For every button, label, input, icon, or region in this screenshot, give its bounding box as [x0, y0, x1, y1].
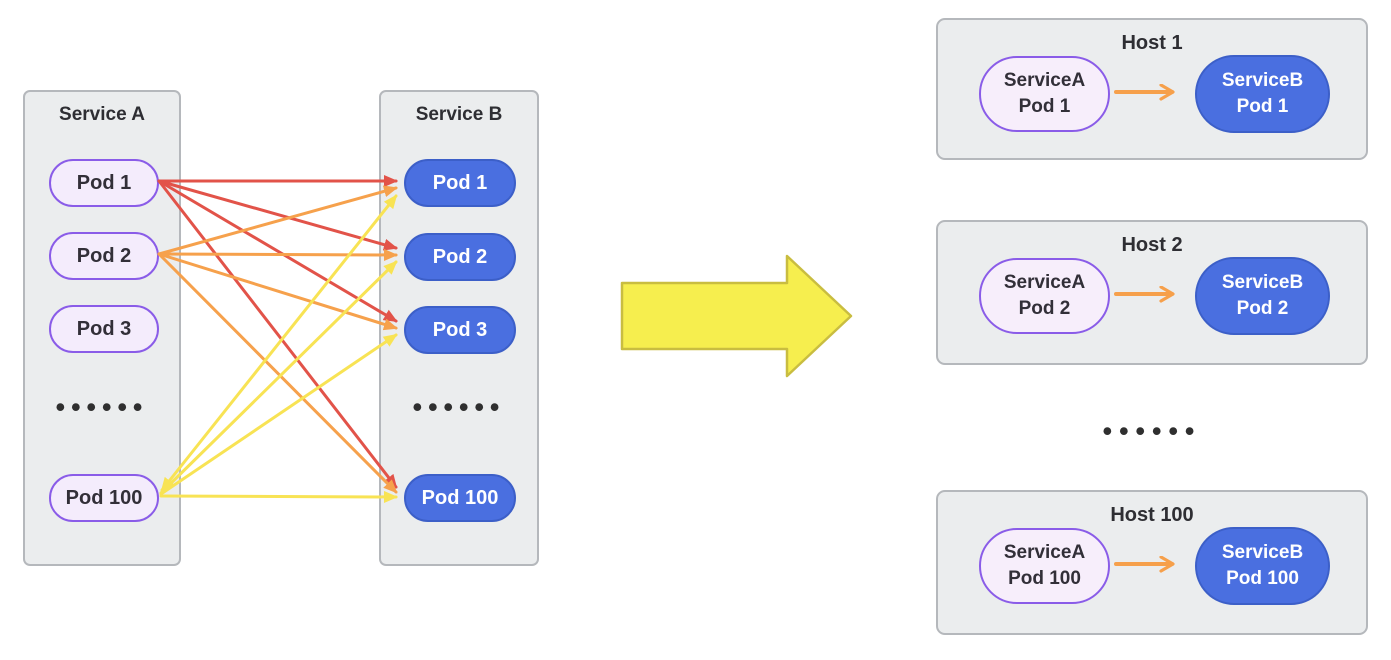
host-2-service-a-pod: ServiceA Pod 2	[979, 258, 1110, 334]
host-2-box: Host 2 ServiceA Pod 2 ServiceB Pod 2	[936, 220, 1368, 365]
host-2-service-a-line2: Pod 2	[1018, 298, 1071, 319]
service-a-pod-2: Pod 2	[49, 232, 159, 280]
host-100-title: Host 100	[1110, 504, 1194, 526]
service-a-pod-3: Pod 3	[49, 305, 159, 353]
host-2-title: Host 2	[1121, 234, 1183, 256]
big-right-arrow	[620, 254, 853, 378]
host-1-service-a-line2: Pod 1	[1018, 96, 1071, 117]
host-1-service-b-line1: ServiceB	[1221, 70, 1304, 92]
host-100-service-b-pod: ServiceB Pod 100	[1195, 527, 1330, 605]
service-b-pod-100: Pod 100	[404, 474, 516, 522]
host-1-service-a-line1: ServiceA	[1003, 70, 1086, 92]
service-b-pod-3: Pod 3	[404, 306, 516, 354]
service-a-pod-100: Pod 100	[49, 474, 159, 522]
host-2-service-b-pod: ServiceB Pod 2	[1195, 257, 1330, 335]
service-a-pod-1: Pod 1	[49, 159, 159, 207]
hosts-ellipsis: ••••••	[1102, 416, 1202, 446]
host-100-service-b-line2: Pod 100	[1226, 568, 1299, 589]
service-b-panel: Service B Pod 1 Pod 2 Pod 3 •••••• Pod 1…	[379, 90, 539, 566]
service-b-pod-2: Pod 2	[404, 233, 516, 281]
service-a-title: Service A	[59, 104, 145, 125]
service-a-panel: Service A Pod 1 Pod 2 Pod 3 •••••• Pod 1…	[23, 90, 181, 566]
service-a-ellipsis: ••••••	[55, 392, 149, 422]
host-1-box: Host 1 ServiceA Pod 1 ServiceB Pod 1	[936, 18, 1368, 160]
mesh-pod2-connections	[157, 185, 398, 494]
host-100-service-b-line1: ServiceB	[1221, 542, 1304, 564]
service-b-title: Service B	[415, 104, 503, 125]
host-100-box: Host 100 ServiceA Pod 100 ServiceB Pod 1…	[936, 490, 1368, 635]
host-2-service-b-line2: Pod 2	[1236, 298, 1289, 319]
host-100-service-a-pod: ServiceA Pod 100	[979, 528, 1110, 604]
host-100-service-a-line1: ServiceA	[1003, 542, 1086, 564]
mesh-pod100-connections	[159, 194, 398, 503]
host-2-service-b-line1: ServiceB	[1221, 272, 1304, 294]
host-1-service-b-pod: ServiceB Pod 1	[1195, 55, 1330, 133]
host-2-service-a-line1: ServiceA	[1003, 272, 1086, 294]
mesh-pod1-connections	[157, 175, 398, 489]
host-100-service-a-line2: Pod 100	[1008, 568, 1081, 589]
host-1-service-a-pod: ServiceA Pod 1	[979, 56, 1110, 132]
host-1-service-b-line2: Pod 1	[1236, 96, 1289, 117]
host-1-title: Host 1	[1121, 32, 1183, 54]
service-b-ellipsis: ••••••	[412, 392, 506, 422]
service-b-pod-1: Pod 1	[404, 159, 516, 207]
